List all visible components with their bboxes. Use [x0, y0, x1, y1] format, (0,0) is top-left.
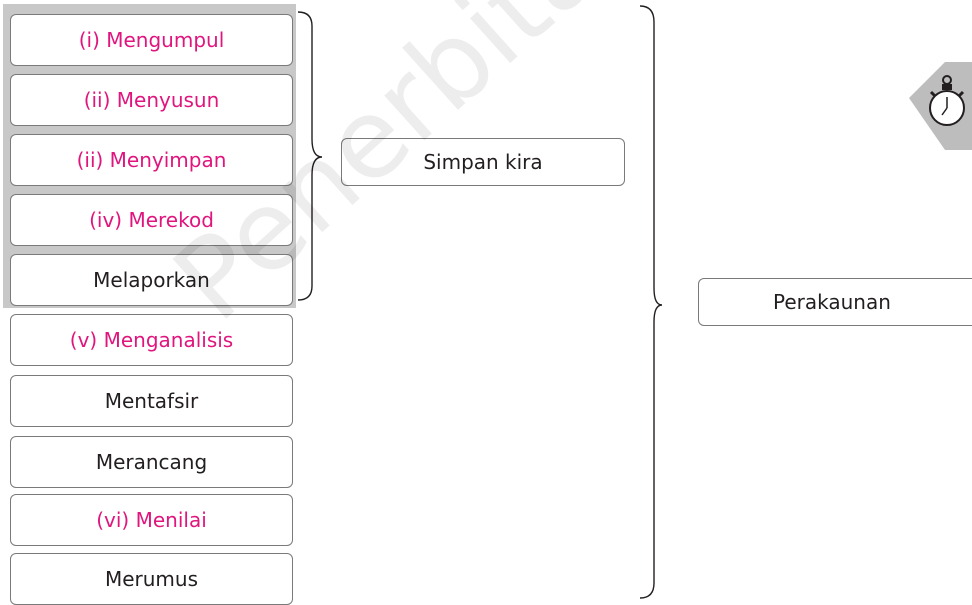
step-label-8: Merancang — [95, 450, 208, 474]
step-box-3: (ii) Menyimpan — [10, 134, 293, 186]
step-label-1: (i) Mengumpul — [78, 28, 225, 52]
bookkeeping-label: Simpan kira — [423, 150, 543, 174]
step-box-8: Merancang — [10, 436, 293, 488]
step-box-5: Melaporkan — [10, 254, 293, 306]
step-label-4: (iv) Merekod — [89, 208, 214, 232]
step-label-7: Mentafsir — [104, 389, 199, 413]
step-box-9: (vi) Menilai — [10, 494, 293, 546]
accounting-box: Perakaunan — [698, 278, 972, 326]
step-label-2: (ii) Menyusun — [83, 88, 220, 112]
step-label-10: Merumus — [104, 567, 199, 591]
accounting-label: Perakaunan — [773, 290, 891, 314]
step-label-3: (ii) Menyimpan — [76, 148, 227, 172]
step-box-7: Mentafsir — [10, 375, 293, 427]
step-box-10: Merumus — [10, 553, 293, 605]
step-label-6: (v) Menganalisis — [69, 328, 234, 352]
step-label-9: (vi) Menilai — [96, 508, 207, 532]
step-label-5: Melaporkan — [93, 268, 210, 292]
step-box-2: (ii) Menyusun — [10, 74, 293, 126]
step-box-6: (v) Menganalisis — [10, 314, 293, 366]
accounting-brace — [639, 5, 663, 599]
bookkeeping-brace — [297, 11, 323, 301]
step-box-1: (i) Mengumpul — [10, 14, 293, 66]
step-box-4: (iv) Merekod — [10, 194, 293, 246]
bookkeeping-box: Simpan kira — [341, 138, 625, 186]
stopwatch-icon — [909, 62, 972, 150]
